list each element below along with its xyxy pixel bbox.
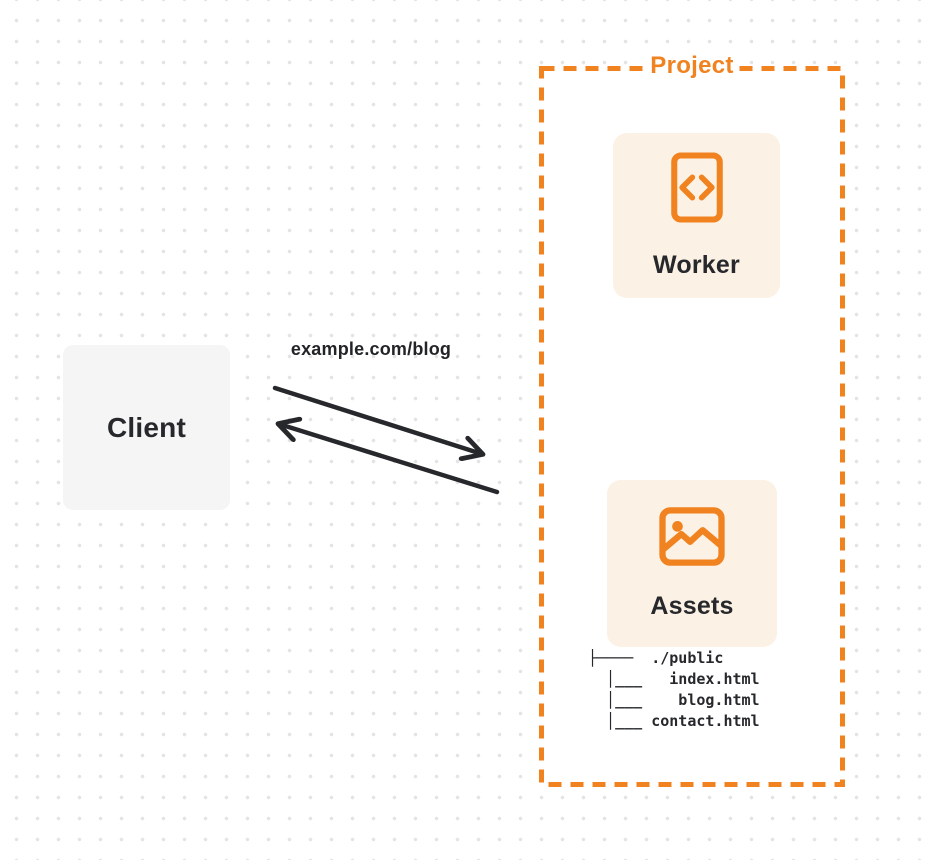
request-url-label: example.com/blog [290,339,452,359]
tree-line-public: ├──── ./public [588,649,724,667]
assets-node: Assets [607,480,777,647]
assets-file-tree: ├──── ./public │___ index.html │___ blog… [588,648,760,732]
project-container: Project Worker Assets ├──── ./public │__… [539,52,845,787]
worker-label: Worker [653,250,740,279]
project-dashed-border [539,66,845,787]
client-node: Client [63,345,230,510]
tree-line-contact: │___ contact.html [588,712,760,730]
client-label: Client [107,411,186,443]
code-file-icon [670,151,723,223]
image-icon [659,506,725,566]
tree-line-blog: │___ blog.html [588,691,760,709]
project-title: Project [539,52,845,80]
assets-label: Assets [650,591,734,620]
response-arrow [279,424,500,495]
worker-node: Worker [613,133,780,298]
request-arrow [272,385,482,454]
tree-line-index: │___ index.html [588,670,760,688]
